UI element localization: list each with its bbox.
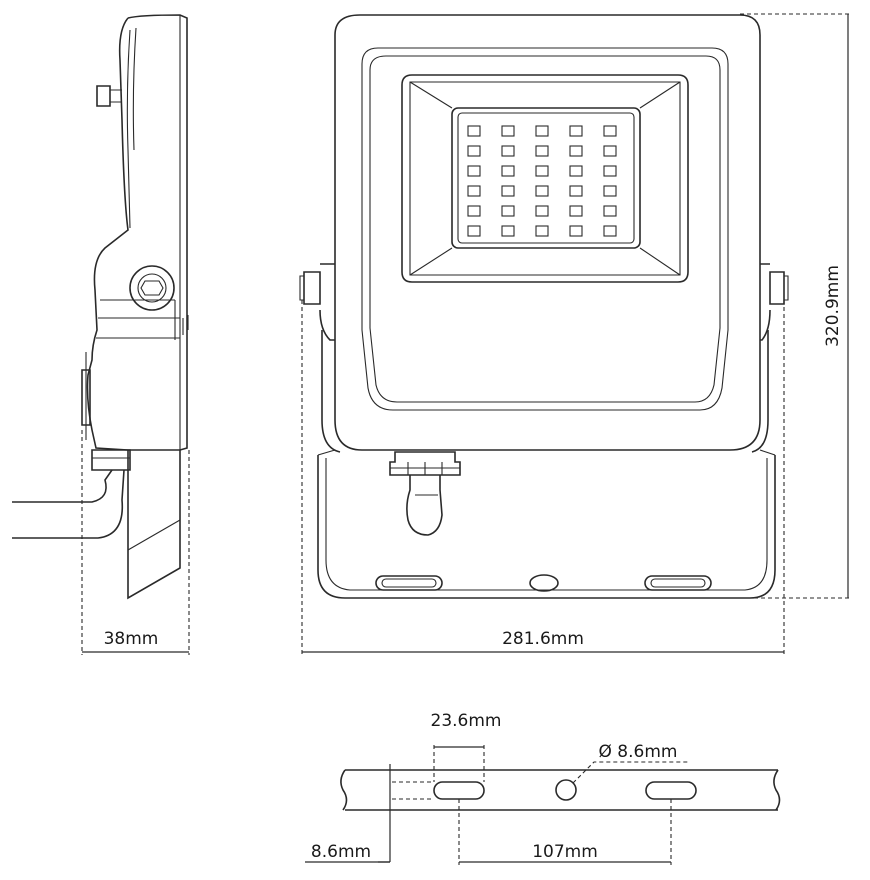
right-pivot-knob <box>769 271 785 305</box>
led-chip <box>501 185 515 197</box>
led-chip <box>603 125 617 137</box>
slot-length-dimension-label: 23.6mm <box>431 711 502 731</box>
bracket-bolt-icon <box>129 265 175 311</box>
led-chip <box>569 225 583 237</box>
led-chip <box>467 225 481 237</box>
led-chip <box>535 145 549 157</box>
led-chip <box>467 125 481 137</box>
led-chip <box>501 145 515 157</box>
led-chip <box>603 165 617 177</box>
led-array <box>467 125 617 237</box>
led-chip <box>603 225 617 237</box>
hole-diameter-label: Ø 8.6mm <box>599 742 678 762</box>
side-view: 38mm <box>12 14 190 655</box>
led-chip <box>603 185 617 197</box>
led-chip <box>535 125 549 137</box>
height-dimension-label: 320.9mm <box>823 265 843 347</box>
front-view: 281.6mm 320.9mm <box>299 13 850 655</box>
led-chip <box>467 165 481 177</box>
led-chip <box>569 145 583 157</box>
led-chip <box>569 125 583 137</box>
led-chip <box>501 205 515 217</box>
led-chip <box>467 205 481 217</box>
led-chip <box>501 165 515 177</box>
led-chip <box>535 205 549 217</box>
led-chip <box>569 185 583 197</box>
led-chip <box>535 225 549 237</box>
left-pivot-knob <box>303 271 321 305</box>
led-chip <box>535 165 549 177</box>
led-chip <box>569 165 583 177</box>
led-chip <box>535 185 549 197</box>
slot-spacing-dimension-label: 107mm <box>532 842 598 862</box>
led-chip <box>569 205 583 217</box>
led-chip <box>501 125 515 137</box>
depth-dimension-label: 38mm <box>104 629 159 649</box>
led-chip <box>603 205 617 217</box>
width-dimension-label: 281.6mm <box>502 629 584 649</box>
led-chip <box>501 225 515 237</box>
led-chip <box>467 185 481 197</box>
bracket-detail-view: 23.6mm Ø 8.6mm 8.6mm 107mm <box>305 711 781 865</box>
slot-width-dimension-label: 8.6mm <box>311 842 371 862</box>
led-chip <box>603 145 617 157</box>
led-chip <box>467 145 481 157</box>
